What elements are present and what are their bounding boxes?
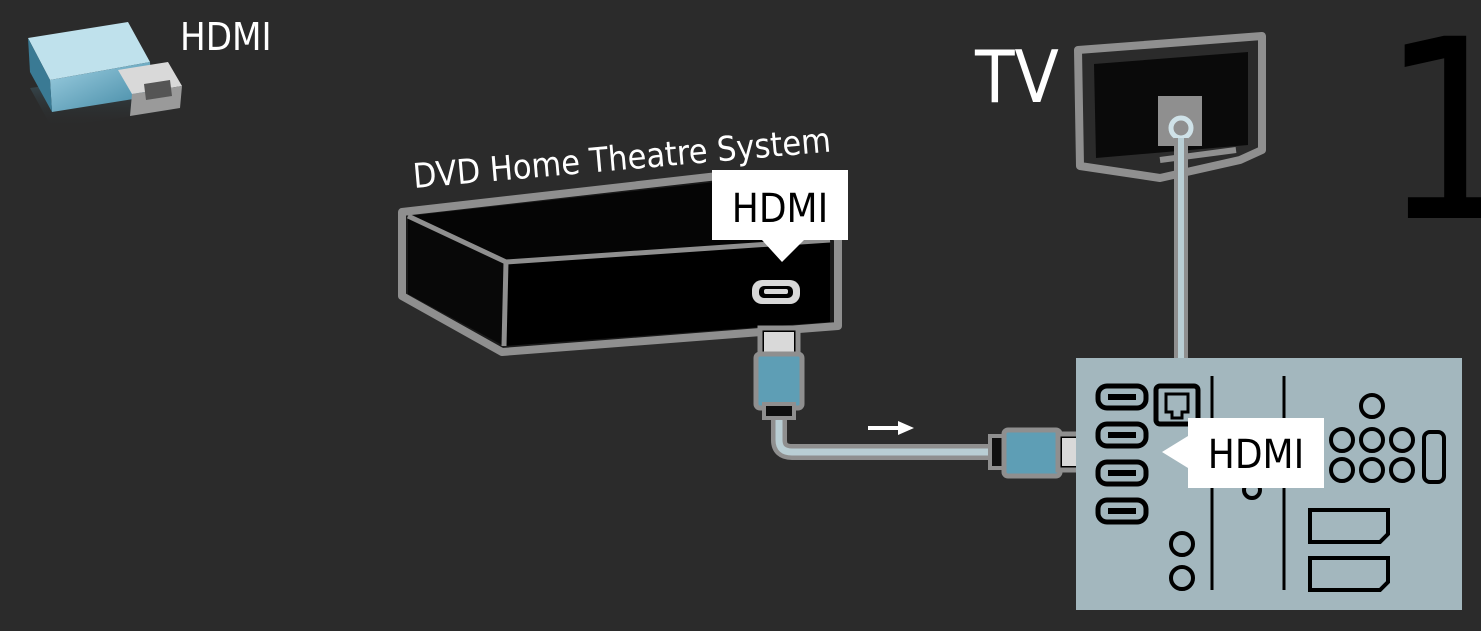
device-port-label: HDMI <box>732 186 828 232</box>
tv-port-label: HDMI <box>1208 432 1304 478</box>
device-hdmi-port-icon <box>752 280 800 304</box>
right-arrow-icon <box>868 421 914 435</box>
hdmi-plug-icon <box>28 22 182 128</box>
step-number: 1 <box>1380 0 1481 277</box>
tv-rear-icon <box>1078 36 1262 178</box>
hdmi-cable <box>756 328 1082 476</box>
tv-label: TV <box>974 35 1059 119</box>
connector-type-label: HDMI <box>180 15 272 59</box>
